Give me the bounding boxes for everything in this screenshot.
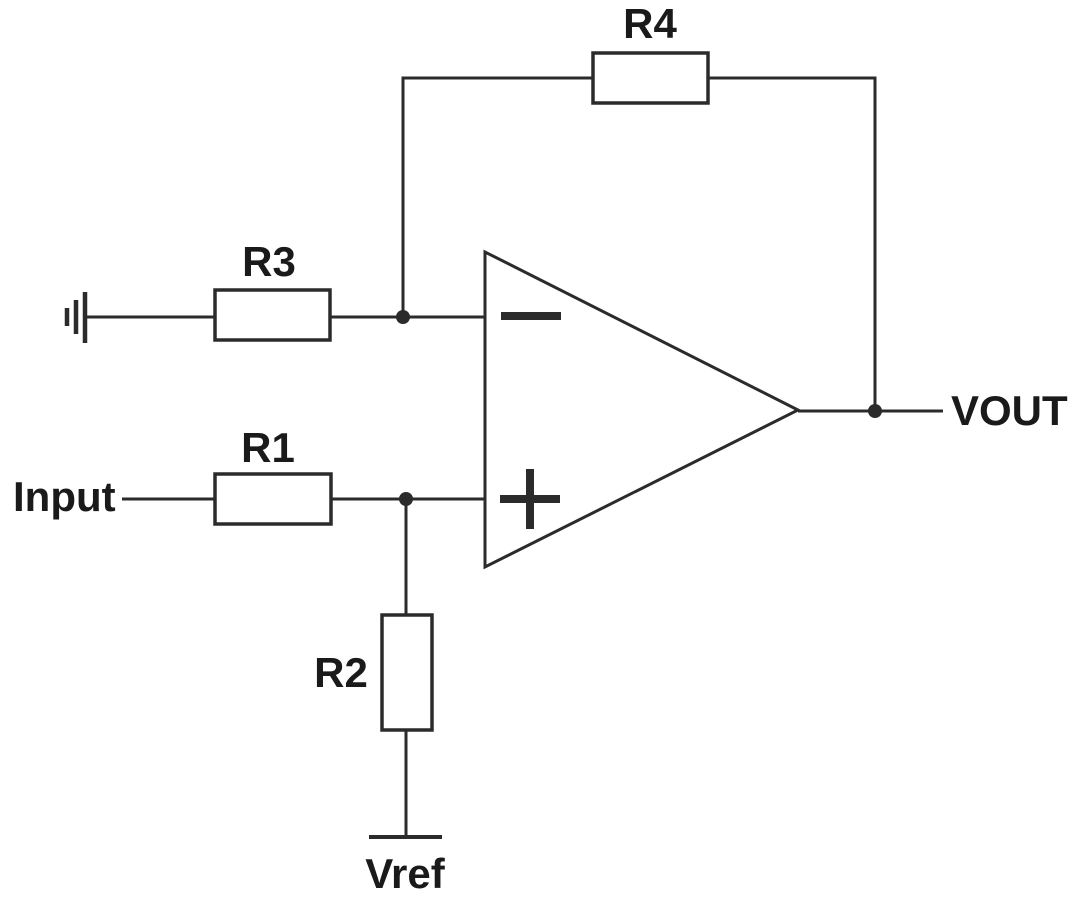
opamp-input-marks (500, 312, 561, 529)
ground-icon (64, 292, 88, 343)
plus-icon (500, 469, 560, 529)
label-r3: R3 (242, 238, 296, 285)
connection-dot-noninverting-node (399, 492, 413, 506)
label-r1: R1 (241, 424, 295, 471)
resistor-r2-body (380, 613, 434, 732)
label-r2: R2 (314, 649, 368, 696)
junction-dots-group (396, 310, 882, 506)
label-vout: VOUT (951, 387, 1068, 434)
label-input: Input (13, 473, 116, 520)
resistor-r1-body (213, 472, 333, 526)
label-vref: Vref (365, 850, 445, 897)
labels-group: R4 R3 R1 Input R2 VOUT Vref (13, 0, 1068, 897)
opamp-triangle (483, 249, 802, 570)
resistor-r4-body (591, 51, 710, 105)
wire-feedback-right (708, 76, 877, 411)
label-r4: R4 (623, 0, 677, 47)
connection-dot-inverting-node (396, 310, 410, 324)
connection-dot-output-node (868, 404, 882, 418)
wire-feedback-left (401, 76, 593, 317)
resistors-group (213, 51, 710, 732)
resistor-r3-body (213, 288, 332, 342)
